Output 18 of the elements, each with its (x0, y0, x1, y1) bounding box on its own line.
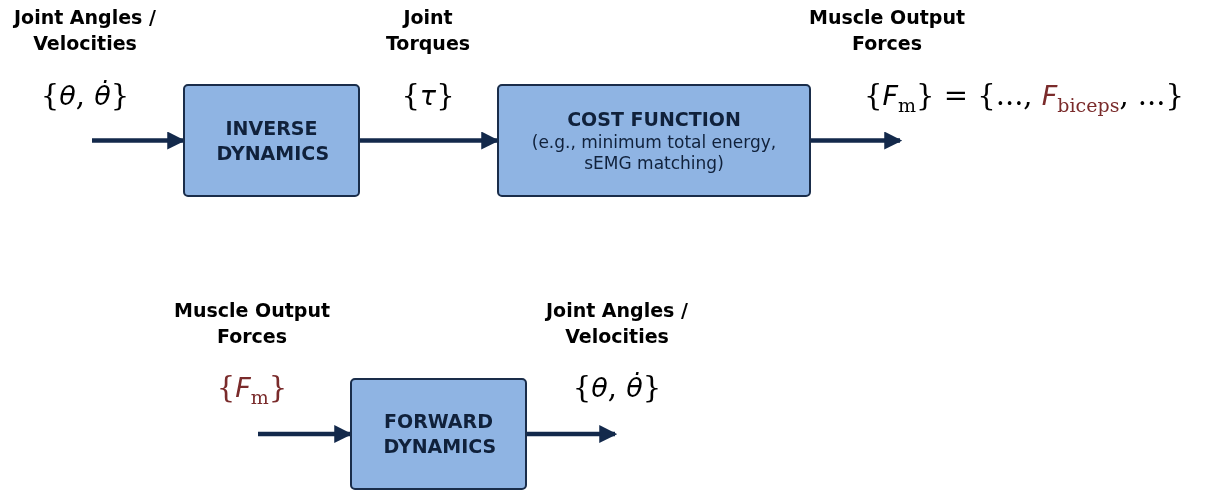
signal-heading: Muscle Output Forces (173, 298, 331, 349)
arrow (811, 131, 903, 150)
box-title: INVERSE DYNAMICS (216, 115, 327, 166)
math-expression: {τ} (401, 80, 455, 112)
box-title: FORWARD DYNAMICS (383, 409, 494, 459)
signal-heading: Joint Angles / Velocities (12, 5, 157, 56)
arrow (527, 425, 618, 443)
process-box (350, 378, 527, 490)
process-box (497, 84, 811, 197)
signal-heading: Muscle Output Forces (808, 5, 966, 56)
signal-heading: Joint Torques (384, 5, 472, 56)
signal-heading: Joint Angles / Velocities (544, 298, 689, 349)
math-expression: {θ, θ̇} (572, 372, 662, 404)
process-box (183, 84, 360, 197)
math-expression: {F$_{m}$} (216, 372, 288, 404)
box-title: COST FUNCTION (567, 106, 741, 132)
math-expression: {θ, θ̇} (40, 80, 130, 112)
box-description: (e.g., minimum total energy, sEMG matching) (530, 131, 778, 175)
